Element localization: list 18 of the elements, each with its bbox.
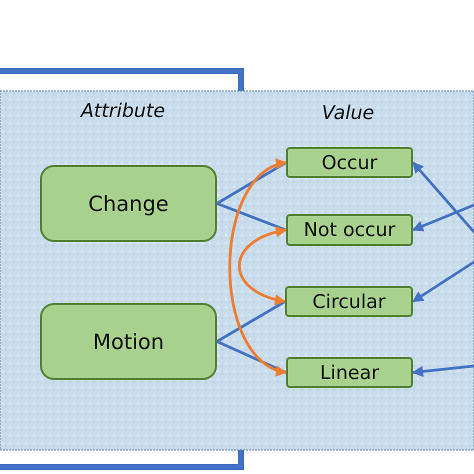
value-box: Not occur [286,214,413,246]
arrow [412,204,474,232]
arrow [238,226,288,305]
connector-line [216,202,286,232]
connector-line [216,161,287,205]
attribute-box: Change [40,165,217,242]
column-heading: Attribute [80,100,166,122]
connector-line [216,300,286,343]
attribute-box: Motion [40,303,217,380]
arrow [412,364,474,377]
connector-line [216,340,287,374]
arrow [228,160,288,374]
value-box: Occur [286,147,413,178]
arrow [412,260,474,303]
column-heading: Value [322,102,374,124]
value-box: Linear [286,357,413,388]
arrow [412,162,474,233]
value-box: Circular [285,286,413,317]
